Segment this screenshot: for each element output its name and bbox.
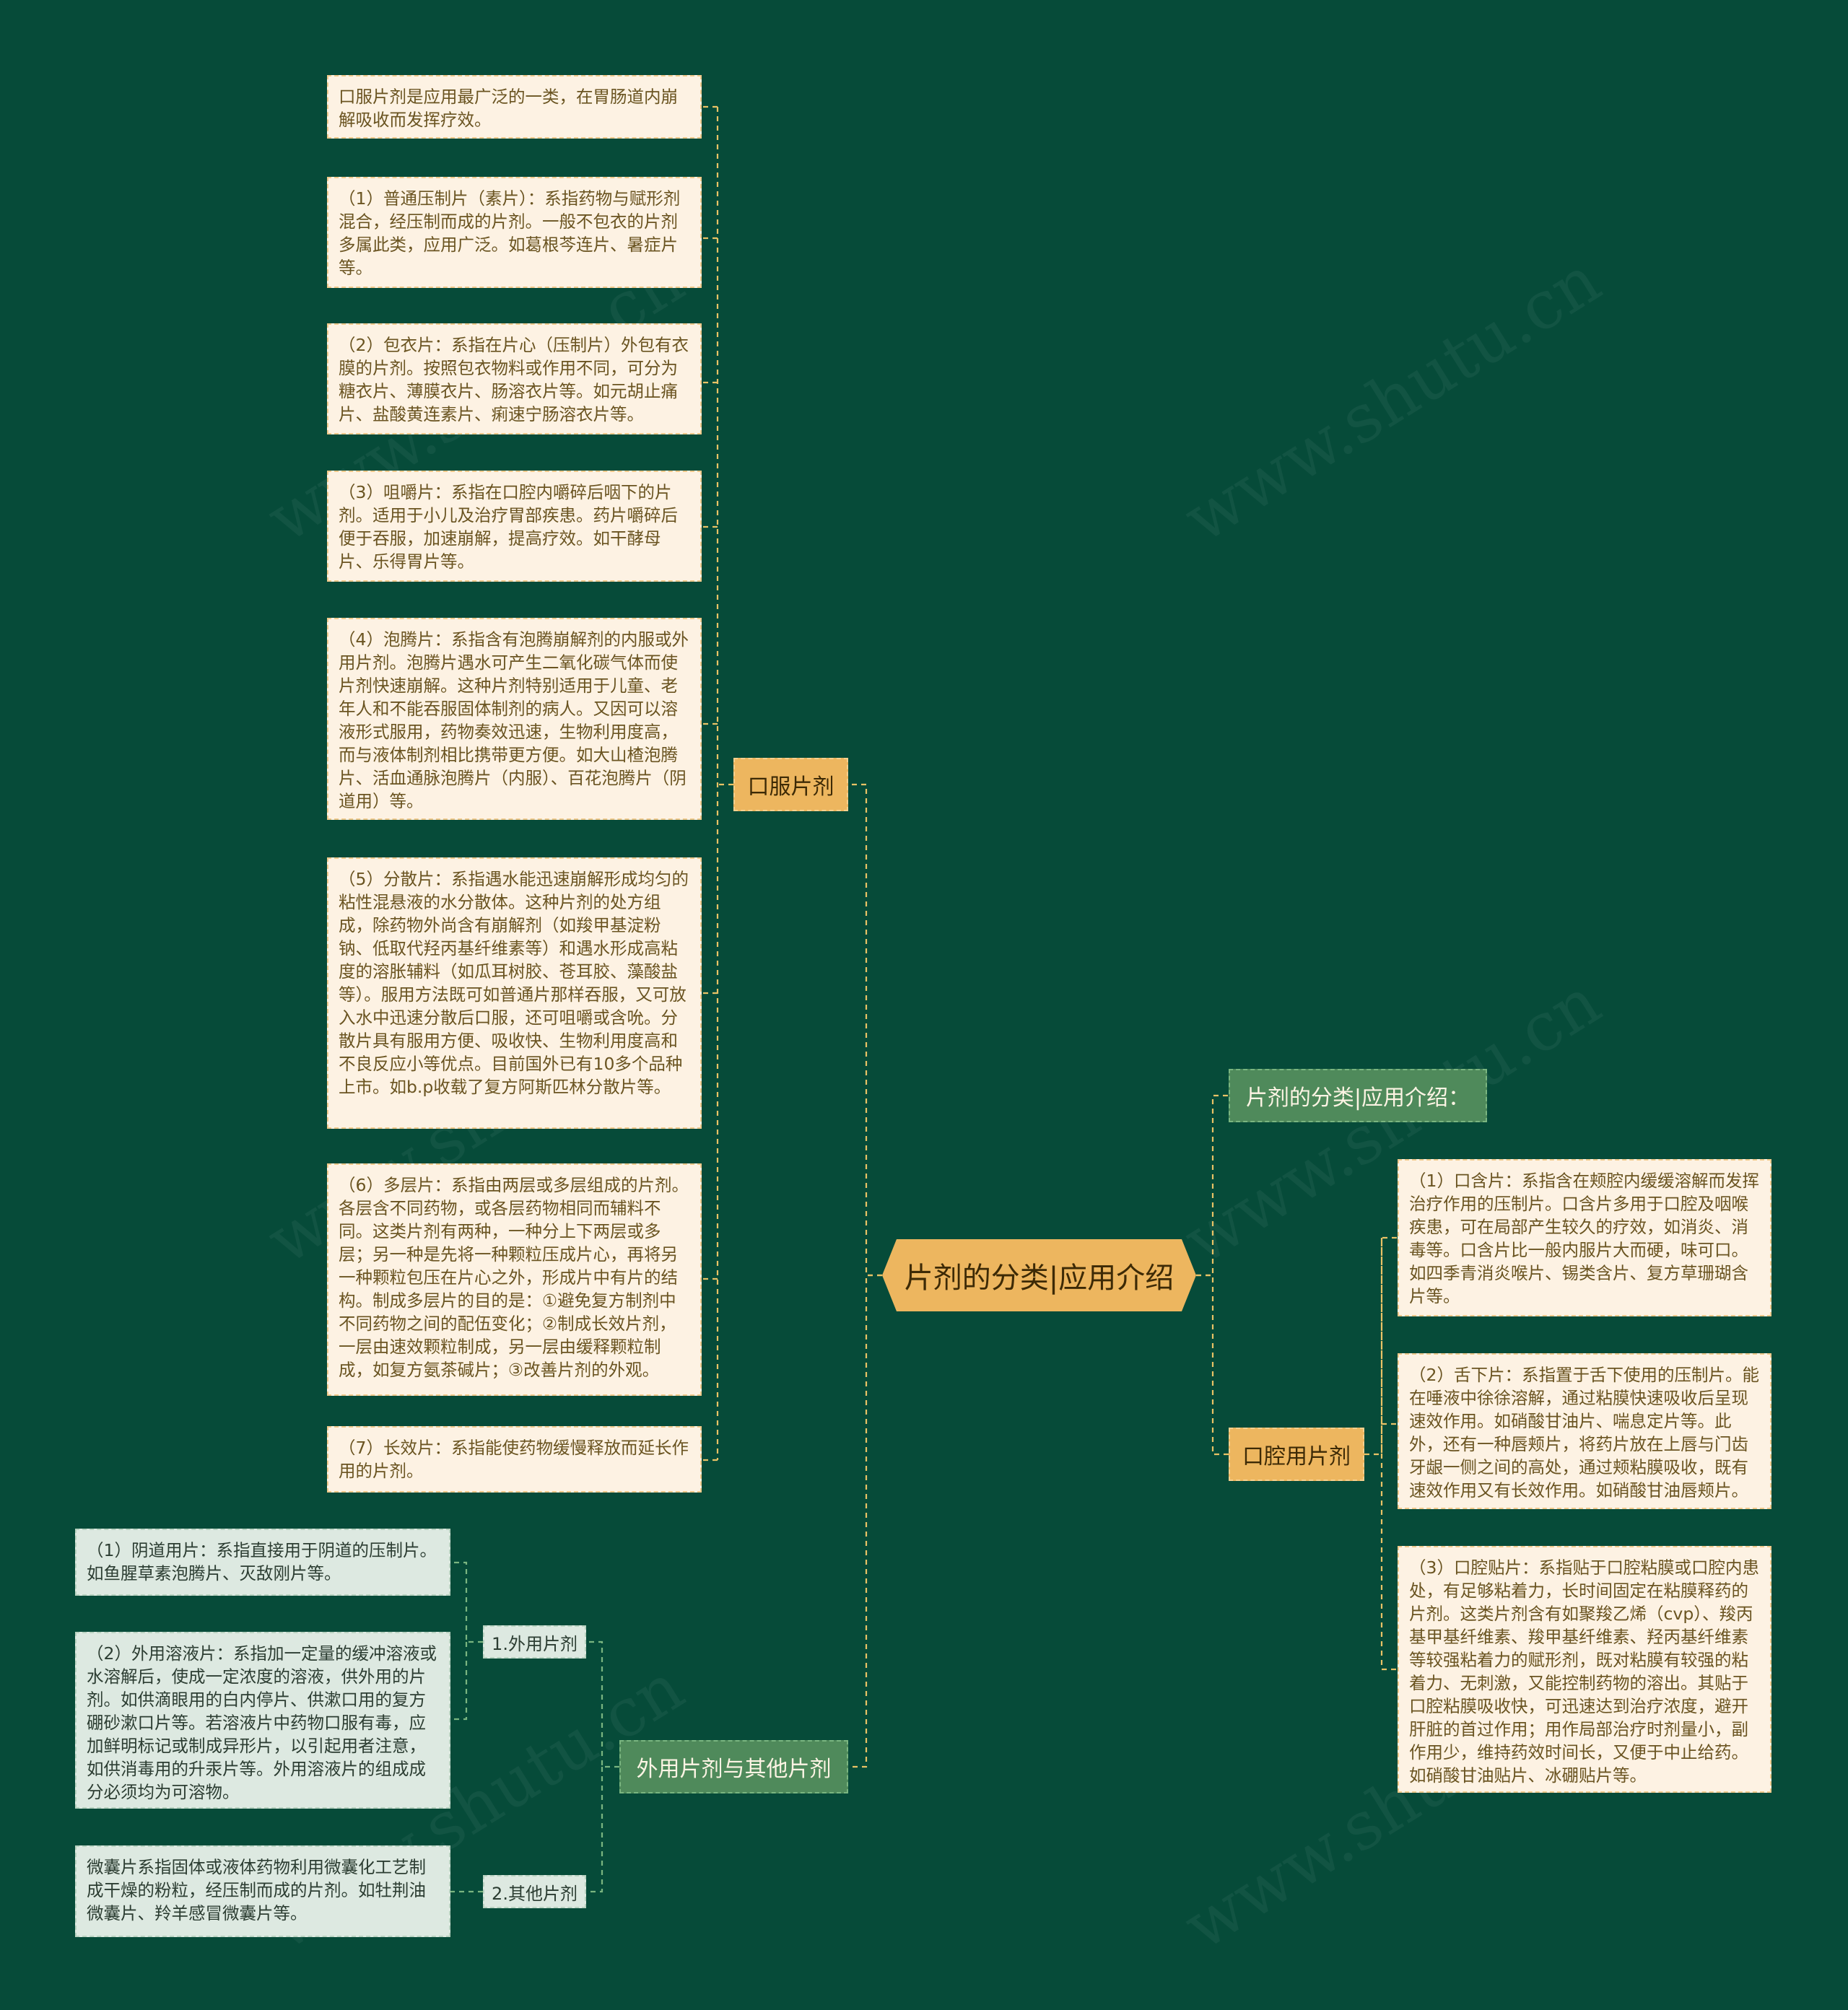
oral-cavity-leaf-1[interactable]: （2）舌下片：系指置于舌下使用的压制片。能在唾液中徐徐溶解，通过粘膜快速吸收后呈… [1398,1353,1771,1509]
connector-root-oral [848,783,882,1277]
oral-leaf-4[interactable]: （4）泡腾片：系指含有泡腾崩解剂的内服或外用片剂。泡腾片遇水可产生二氧化碳气体而… [327,618,702,820]
root-topic[interactable]: 片剂的分类|应用介绍 [882,1239,1196,1311]
connector-root-intro [1196,1094,1229,1277]
oral-leaf-6[interactable]: （6）多层片：系指由两层或多层组成的片剂。各层含不同药物，或各层药物相同而辅料不… [327,1163,702,1396]
branch-intro[interactable]: 片剂的分类|应用介绍： [1229,1069,1487,1122]
oral-cavity-leaf-2[interactable]: （3）口腔贴片：系指贴于口腔粘膜或口腔内患处，有足够粘着力，长时间固定在粘膜释药… [1398,1546,1771,1793]
oral-leaf-5[interactable]: （5）分散片：系指遇水能迅速崩解形成均匀的粘性混悬液的水分散体。这种片剂的处方组… [327,857,702,1129]
other-leaf-0[interactable]: 微囊片系指固体或液体药物利用微囊化工艺制成干燥的粉粒，经压制而成的片剂。如牡荆油… [75,1845,450,1937]
oral-leaf-3[interactable]: （3）咀嚼片：系指在口腔内嚼碎后咽下的片剂。适用于小儿及治疗胃部疾患。药片嚼碎后… [327,471,702,582]
connector-root-oral-cavity [1196,1274,1229,1456]
oral-cavity-leaf-0[interactable]: （1）口含片：系指含在颊腔内缓缓溶解而发挥治疗作用的压制片。口含片多用于口腔及咽… [1398,1159,1771,1316]
branch-oral-tablets[interactable]: 口服片剂 [733,758,848,811]
connector-oral-cavity-spine [1364,1236,1398,1671]
sub-other-tablets[interactable]: 2.其他片剂 [483,1875,586,1908]
external-leaf-1[interactable]: （2）外用溶液片：系指加一定量的缓冲溶液或水溶解后，使成一定浓度的溶液，供外用的… [75,1632,450,1809]
oral-leaf-7[interactable]: （7）长效片：系指能使药物缓慢释放而延长作用的片剂。 [327,1426,702,1493]
external-leaf-0[interactable]: （1）阴道用片：系指直接用于阴道的压制片。如鱼腥草素泡腾片、灭敌刚片等。 [75,1529,450,1596]
branch-oral-cavity-tablets[interactable]: 口腔用片剂 [1229,1428,1364,1481]
connector-sub1-spine [450,1561,483,1721]
oral-leaf-1[interactable]: （1）普通压制片（素片）：系指药物与赋形剂混合，经压制而成的片剂。一般不包衣的片… [327,177,702,288]
connector-oral-spine [716,107,733,1460]
sub-external-use[interactable]: 1.外用片剂 [483,1625,586,1659]
oral-leaf-2[interactable]: （2）包衣片：系指在片心（压制片）外包有衣膜的片剂。按照包衣物料或作用不同，可分… [327,323,702,434]
connector-root-external [848,1274,882,1768]
oral-leaf-0[interactable]: 口服片剂是应用最广泛的一类，在胃肠道内崩解吸收而发挥疗效。 [327,75,702,139]
branch-external-tablets[interactable]: 外用片剂与其他片剂 [619,1740,848,1793]
connector-external-spine [586,1640,619,1893]
